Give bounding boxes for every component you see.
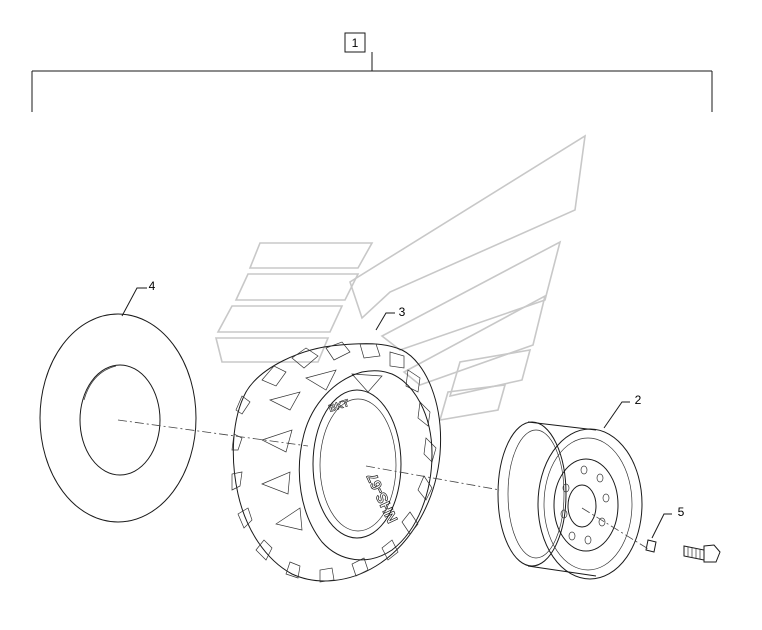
callout-assembly[interactable]: 1 [352, 36, 359, 50]
inner-tube-icon[interactable] [39, 313, 197, 523]
callout-rim[interactable]: 2 [635, 393, 642, 407]
rim-bolt-holes [560, 465, 610, 545]
brand-logo-watermark-icon [214, 134, 587, 422]
tire-tread-lugs [231, 341, 437, 583]
leader-bolt [651, 513, 672, 539]
leader-tube [121, 287, 147, 317]
leader-tire [375, 312, 395, 331]
leader-rim [603, 401, 630, 429]
assembly-bracket [31, 32, 713, 112]
wheel-rim-icon[interactable] [497, 421, 643, 580]
callout-tube[interactable]: 4 [149, 279, 156, 293]
lug-bolt-icon[interactable] [645, 539, 721, 563]
tire-logo-text: BKT [328, 398, 351, 415]
callout-tire[interactable]: 3 [399, 305, 406, 319]
tire-icon[interactable] [231, 341, 442, 583]
assembly-axis [117, 419, 651, 551]
callout-bolt[interactable]: 5 [678, 505, 685, 519]
